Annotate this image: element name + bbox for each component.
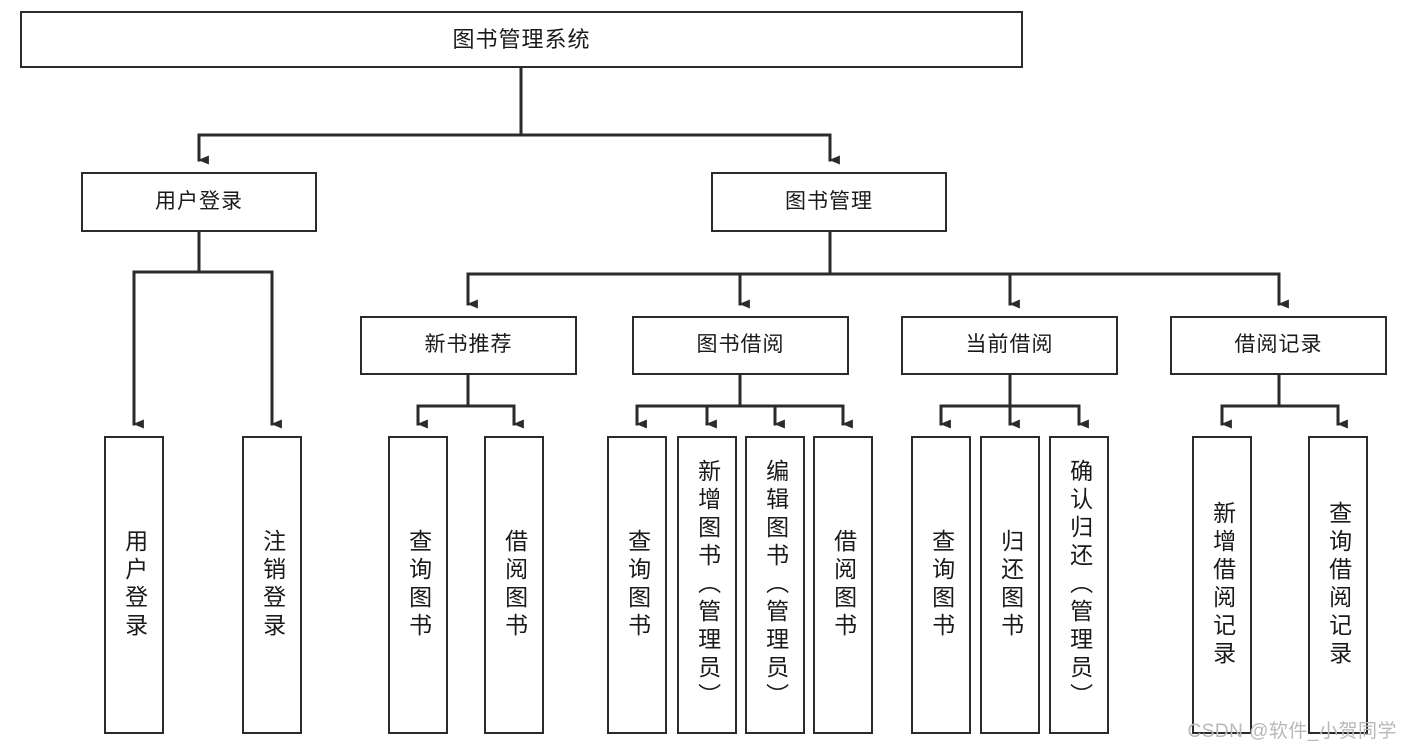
node-label: 归还图书: [997, 529, 1024, 641]
node-label: 查询图书: [928, 529, 955, 641]
leaf-current-confirm-return-admin[interactable]: 确认归还（管理员）: [1049, 436, 1109, 734]
node-label: 查询图书: [405, 529, 432, 641]
node-label: 当前借阅: [965, 333, 1054, 357]
leaf-record-query-record[interactable]: 查询借阅记录: [1308, 436, 1368, 734]
leaf-new-book-borrow-book[interactable]: 借阅图书: [484, 436, 544, 734]
node-label: 确认归还（管理员）: [1066, 459, 1093, 711]
node-new-book-recommendation[interactable]: 新书推荐: [360, 316, 577, 375]
node-label: 图书管理系统: [452, 26, 591, 52]
node-book-borrowing[interactable]: 图书借阅: [632, 316, 849, 375]
node-label: 图书管理: [785, 189, 873, 213]
node-label: 新增借阅记录: [1209, 501, 1236, 669]
leaf-current-query-book[interactable]: 查询图书: [911, 436, 971, 734]
node-label: 图书借阅: [696, 333, 785, 357]
node-label: 新增图书（管理员）: [694, 459, 721, 711]
node-label: 新书推荐: [424, 333, 513, 357]
node-label: 用户登录: [155, 189, 243, 213]
leaf-current-return-book[interactable]: 归还图书: [980, 436, 1040, 734]
node-borrowing-records[interactable]: 借阅记录: [1170, 316, 1387, 375]
leaf-user-login-logout[interactable]: 注销登录: [242, 436, 302, 734]
node-label: 注销登录: [259, 529, 286, 641]
node-user-login[interactable]: 用户登录: [81, 172, 317, 232]
leaf-user-login-login[interactable]: 用户登录: [104, 436, 164, 734]
node-label: 用户登录: [121, 529, 148, 641]
leaf-borrow-add-book-admin[interactable]: 新增图书（管理员）: [677, 436, 737, 734]
leaf-borrow-edit-book-admin[interactable]: 编辑图书（管理员）: [745, 436, 805, 734]
leaf-borrow-borrow-book[interactable]: 借阅图书: [813, 436, 873, 734]
csdn-watermark: CSDN @软件_小贺同学: [1187, 721, 1397, 742]
node-label: 借阅图书: [501, 529, 528, 641]
leaf-new-book-query-book[interactable]: 查询图书: [388, 436, 448, 734]
node-label: 借阅记录: [1234, 333, 1323, 357]
node-label: 查询借阅记录: [1325, 501, 1352, 669]
node-label: 借阅图书: [830, 529, 857, 641]
node-label: 查询图书: [624, 529, 651, 641]
leaf-borrow-query-book[interactable]: 查询图书: [607, 436, 667, 734]
leaf-record-add-record[interactable]: 新增借阅记录: [1192, 436, 1252, 734]
node-label: 编辑图书（管理员）: [762, 459, 789, 711]
node-book-management[interactable]: 图书管理: [711, 172, 947, 232]
node-root-book-management-system[interactable]: 图书管理系统: [20, 11, 1023, 68]
node-current-borrowing[interactable]: 当前借阅: [901, 316, 1118, 375]
